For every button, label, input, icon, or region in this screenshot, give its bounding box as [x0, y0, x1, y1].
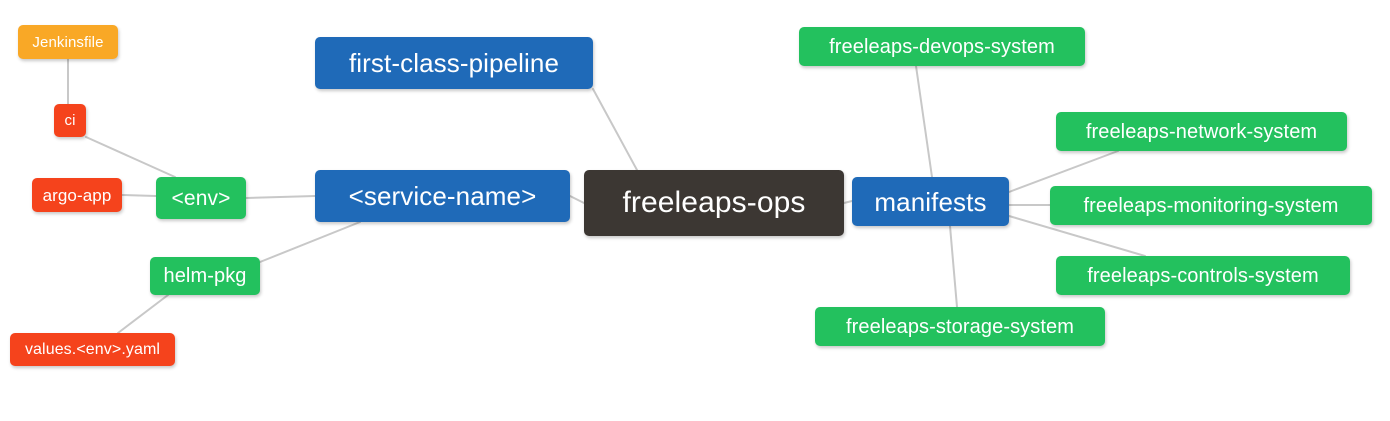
mindmap-node-Jenkinsfile[interactable]: Jenkinsfile: [18, 25, 118, 59]
node-label: values.<env>.yaml: [24, 340, 161, 358]
edge-manifests-to-freeleaps-devops-system: [915, 65, 933, 178]
edge-freeleaps-ops-to-service-name: [569, 195, 585, 204]
edge-env-to-argo-app: [121, 194, 157, 197]
node-label: freeleaps-monitoring-system: [1083, 194, 1339, 217]
edge-manifests-to-freeleaps-storage-system: [949, 225, 958, 308]
node-label: <service-name>: [348, 181, 537, 211]
mindmap-node-freeleaps-devops-system[interactable]: freeleaps-devops-system: [799, 27, 1085, 66]
mindmap-node-env[interactable]: <env>: [156, 177, 246, 219]
node-label: <env>: [171, 186, 231, 210]
mindmap-node-freeleaps-storage-system[interactable]: freeleaps-storage-system: [815, 307, 1105, 346]
edge-env-to-ci: [85, 136, 176, 178]
node-label: manifests: [874, 186, 987, 217]
node-label: freeleaps-controls-system: [1087, 264, 1319, 287]
mindmap-node-values-env-yaml[interactable]: values.<env>.yaml: [10, 333, 175, 366]
node-label: argo-app: [42, 185, 112, 205]
mindmap-node-freeleaps-controls-system[interactable]: freeleaps-controls-system: [1056, 256, 1350, 295]
mindmap-node-freeleaps-network-system[interactable]: freeleaps-network-system: [1056, 112, 1347, 151]
mindmap-node-freeleaps-monitoring-system[interactable]: freeleaps-monitoring-system: [1050, 186, 1372, 225]
node-label: first-class-pipeline: [348, 48, 560, 78]
edge-freeleaps-ops-to-manifests: [843, 200, 853, 204]
node-label: freeleaps-network-system: [1085, 120, 1318, 143]
node-label: Jenkinsfile: [32, 33, 104, 51]
mindmap-node-ci[interactable]: ci: [54, 104, 86, 137]
edge-service-name-to-helm-pkg: [259, 221, 361, 263]
mindmap-node-manifests[interactable]: manifests: [852, 177, 1009, 226]
edge-service-name-to-env: [245, 195, 316, 199]
node-label: helm-pkg: [163, 265, 247, 287]
edge-freeleaps-ops-to-first-class-pipeline: [592, 88, 638, 171]
node-label: freeleaps-devops-system: [829, 35, 1055, 58]
edge-helm-pkg-to-values-env-yaml: [117, 294, 169, 334]
mindmap-node-service-name[interactable]: <service-name>: [315, 170, 570, 222]
mindmap-node-argo-app[interactable]: argo-app: [32, 178, 122, 212]
node-label: ci: [64, 112, 76, 129]
node-label: freeleaps-storage-system: [845, 315, 1075, 338]
node-label: freeleaps-ops: [622, 186, 806, 219]
mindmap-node-helm-pkg[interactable]: helm-pkg: [150, 257, 260, 295]
mindmap-node-freeleaps-ops[interactable]: freeleaps-ops: [584, 170, 844, 236]
mindmap-node-first-class-pipeline[interactable]: first-class-pipeline: [315, 37, 593, 89]
